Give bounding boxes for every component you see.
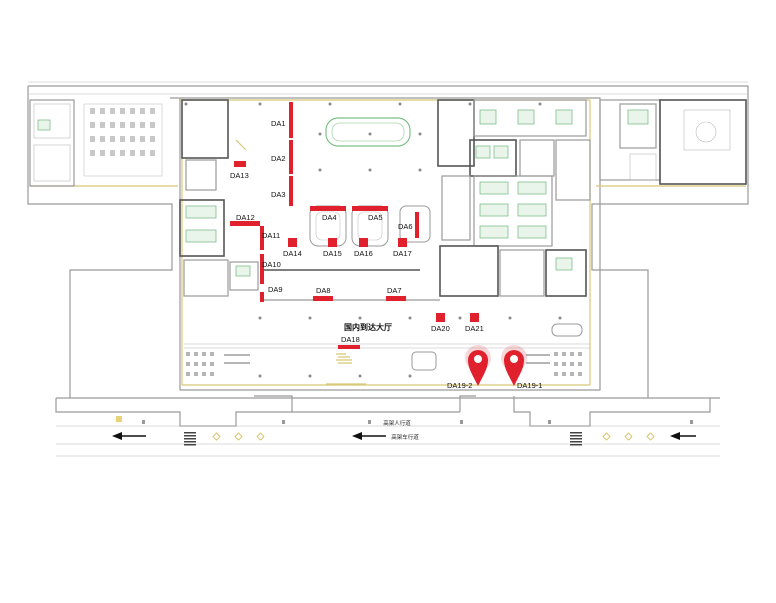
ad-label-da1: DA1 [271, 119, 286, 128]
central-hall [184, 117, 590, 385]
ad-spot-da12[interactable] [230, 221, 260, 226]
ad-label-da16: DA16 [354, 249, 373, 258]
ad-spot-da3[interactable] [289, 176, 293, 206]
hall-name-label: 国内到达大厅 [344, 322, 392, 332]
ad-label-da5: DA5 [368, 213, 383, 222]
building-outline [27, 81, 749, 398]
ad-spot-da8[interactable] [313, 296, 333, 301]
ad-spot-da5[interactable] [352, 206, 388, 211]
ad-label-da2: DA2 [271, 154, 286, 163]
left-wing-rooms [29, 99, 259, 297]
ad-label-da7: DA7 [387, 286, 402, 295]
ad-label-da19-2: DA19-2 [447, 381, 472, 390]
ad-spot-da9[interactable] [260, 292, 264, 302]
right-wing-rooms [437, 99, 747, 297]
seating-areas [186, 352, 582, 376]
ad-label-da9: DA9 [268, 285, 283, 294]
forecourt [55, 395, 720, 457]
ad-label-da17: DA17 [393, 249, 412, 258]
ad-label-da21: DA21 [465, 324, 484, 333]
ad-spot-da14[interactable] [288, 238, 297, 247]
ad-spot-da13[interactable] [234, 161, 246, 167]
ad-label-da11: DA11 [262, 231, 280, 240]
ad-spot-da6[interactable] [415, 212, 419, 238]
ad-label-da14: DA14 [283, 249, 302, 258]
ad-spot-da20[interactable] [436, 313, 445, 322]
ad-label-da20: DA20 [431, 324, 450, 333]
ad-spot-da10[interactable] [260, 254, 264, 284]
ad-label-da12: DA12 [236, 213, 255, 222]
ad-label-da15: DA15 [323, 249, 342, 258]
ad-label-da18: DA18 [341, 335, 360, 344]
ad-spot-da7[interactable] [386, 296, 406, 301]
ad-label-da19-1: DA19-1 [517, 381, 542, 390]
ad-label-da3: DA3 [271, 190, 286, 199]
arrow-left-icon [670, 432, 696, 440]
ad-spot-da4[interactable] [310, 206, 346, 211]
structural-columns [184, 102, 562, 378]
ad-spot-da21[interactable] [470, 313, 479, 322]
ad-spot-da2[interactable] [289, 140, 293, 174]
arrow-left-icon [352, 432, 386, 440]
ad-spot-da18[interactable] [338, 345, 360, 349]
map-pin-icon[interactable] [501, 345, 527, 386]
ad-label-da4: DA4 [322, 213, 337, 222]
ad-spot-da17[interactable] [398, 238, 407, 247]
map-pin-icon[interactable] [465, 345, 491, 386]
ad-label-da10: DA10 [262, 260, 281, 269]
ad-label-da13: DA13 [230, 171, 249, 180]
ad-label-da8: DA8 [316, 286, 331, 295]
ad-spot-shapes [230, 102, 479, 349]
ad-label-da6: DA6 [398, 222, 413, 231]
arrow-left-icon [112, 432, 146, 440]
ad-spot-da1[interactable] [289, 102, 293, 138]
ad-spot-da11[interactable] [260, 226, 264, 250]
ad-spot-da16[interactable] [359, 238, 368, 247]
vehicle-road-label: 高架车行道 [391, 433, 419, 441]
pedestrian-road-label: 高架人行道 [383, 419, 411, 427]
ad-spot-da15[interactable] [328, 238, 337, 247]
ad-spot-labels: DA1 DA2 DA3 DA4 DA5 DA6 DA7 DA8 DA9 DA10… [230, 119, 542, 390]
